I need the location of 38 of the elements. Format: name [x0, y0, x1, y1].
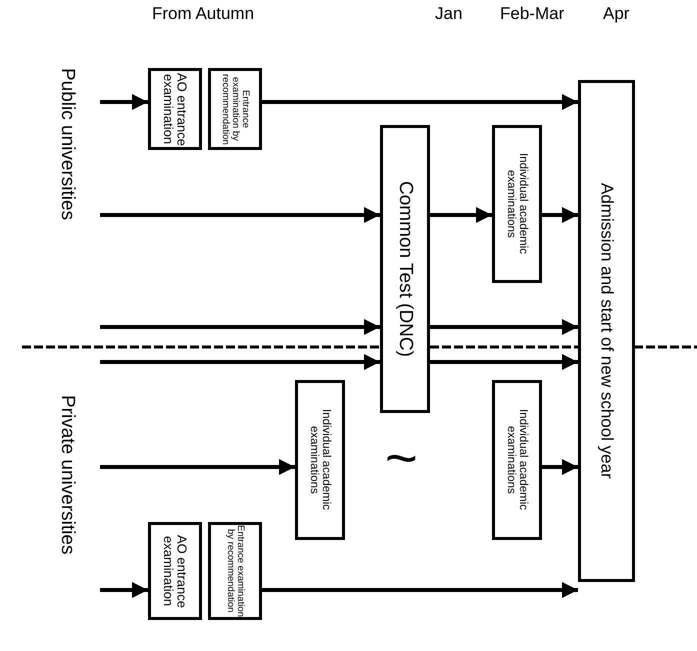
arrow — [100, 354, 380, 370]
arrow — [542, 459, 578, 475]
arrow — [430, 207, 492, 223]
box-label: Admission and start of new school year — [598, 183, 616, 479]
box-label: Common Test (DNC) — [395, 181, 415, 357]
arrow — [100, 207, 380, 223]
arrow — [100, 459, 295, 475]
arrow — [100, 582, 148, 598]
arrow — [262, 94, 578, 110]
arrow — [262, 582, 578, 598]
column-heading: Feb-Mar — [500, 4, 564, 24]
exam-box — [492, 380, 542, 540]
exam-box — [148, 68, 202, 150]
box-label: Individual academic examinations — [504, 408, 530, 512]
exam-box — [295, 380, 345, 540]
arrow — [100, 94, 148, 110]
column-heading: From Autumn — [152, 4, 254, 24]
exam-box — [208, 522, 262, 620]
tilde-mark: ~ — [385, 425, 418, 490]
exam-box — [148, 522, 202, 620]
arrow — [430, 319, 578, 335]
column-heading: Apr — [603, 4, 630, 24]
box-label: Individual academic examinations — [308, 408, 332, 512]
exam-box — [578, 80, 635, 582]
box-label: AO entrance examination — [161, 72, 189, 147]
exam-box — [208, 68, 262, 150]
box-label: Entrance examination by recommendation — [220, 72, 250, 146]
arrow — [542, 207, 578, 223]
arrow — [100, 319, 380, 335]
box-label: Individual academic examinations — [504, 152, 530, 256]
exam-box — [380, 125, 430, 413]
box-label: Entrance examination by recommendation — [225, 525, 245, 617]
box-label: AO entrance examination — [161, 534, 189, 610]
arrow — [430, 354, 578, 370]
exam-box — [492, 125, 542, 283]
row-heading: Public universities — [56, 68, 78, 220]
row-heading: Private universities — [56, 395, 78, 554]
column-heading: Jan — [435, 4, 462, 24]
